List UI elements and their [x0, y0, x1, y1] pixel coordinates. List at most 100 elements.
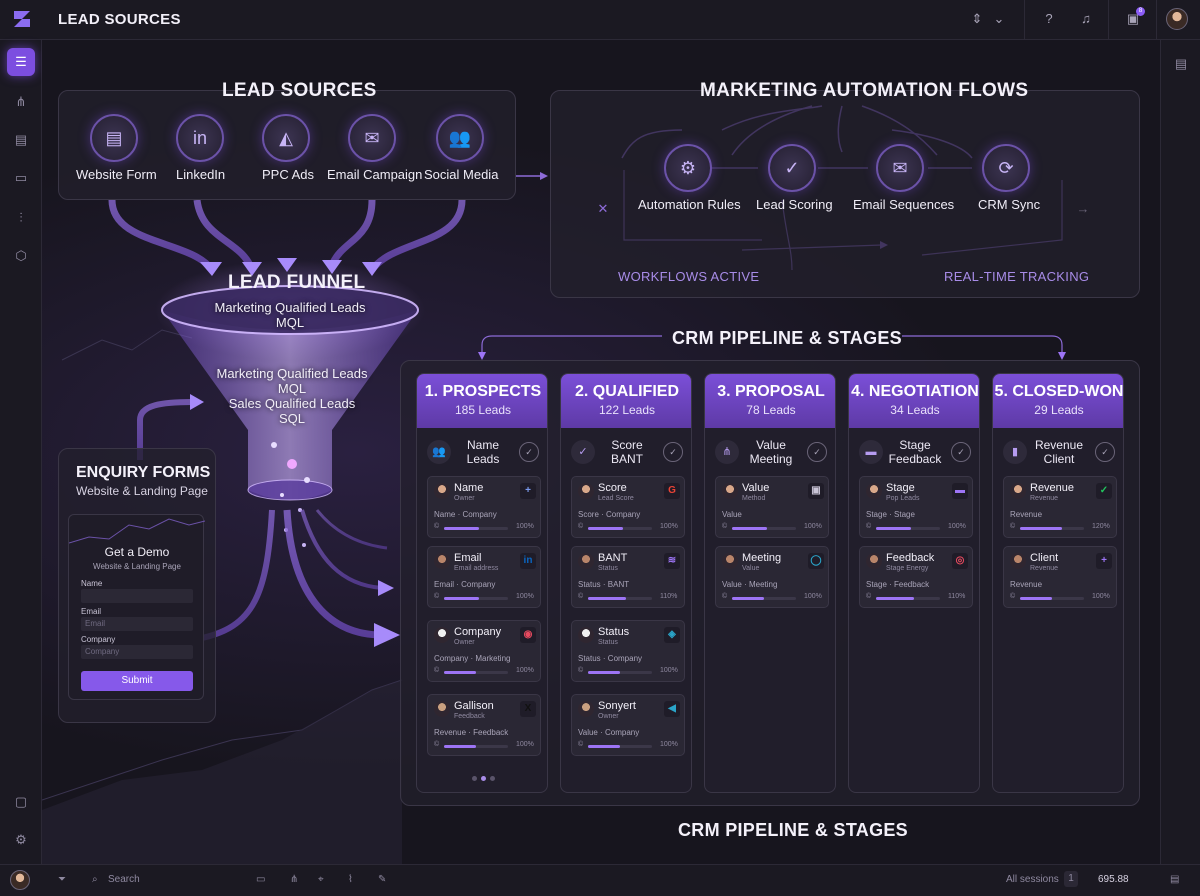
shield-check-icon[interactable]: ✓: [768, 144, 816, 192]
arrow-right-icon[interactable]: →: [1076, 201, 1090, 216]
sort-icon[interactable]: ⇕: [971, 11, 983, 26]
email-field[interactable]: Email: [81, 617, 193, 631]
lead-card[interactable]: Gallison Feedback X Revenue · Feedback ©…: [427, 694, 541, 756]
lead-card[interactable]: Sonyert Owner ◀ Value · Company © 100%: [571, 694, 685, 756]
shield-check-icon[interactable]: ✓: [1096, 483, 1112, 499]
check-icon[interactable]: ✓: [951, 442, 971, 462]
column-header[interactable]: 5. CLOSED-WON 29 Leads: [993, 374, 1123, 428]
user-avatar[interactable]: [10, 870, 30, 890]
x-icon[interactable]: X: [520, 701, 536, 717]
linkedin-icon[interactable]: in: [520, 553, 536, 569]
analytics-icon[interactable]: ⫶: [19, 210, 23, 225]
column-header[interactable]: 1. PROSPECTS 185 Leads: [417, 374, 547, 428]
user-add-icon[interactable]: +: [520, 483, 536, 499]
notes-icon[interactable]: ▤: [1174, 56, 1188, 71]
lead-card[interactable]: Company Owner ◉ Company · Marketing © 10…: [427, 620, 541, 682]
lead-card[interactable]: Status Status ◈ Status · Company © 100%: [571, 620, 685, 682]
presentation-icon[interactable]: ▣: [808, 483, 824, 499]
search-icon[interactable]: ⌕: [92, 874, 98, 885]
document-icon[interactable]: ▤: [14, 132, 28, 147]
card-percent: 110%: [660, 593, 678, 600]
brand-icon[interactable]: ◎: [952, 553, 968, 569]
lead-card[interactable]: Meeting Value ◯ Value · Meeting © 100%: [715, 546, 829, 608]
company-field[interactable]: Company: [81, 645, 193, 659]
settings-icon[interactable]: ⚙: [15, 832, 27, 847]
pager-dot[interactable]: [490, 776, 495, 781]
lead-card[interactable]: BANT Status ≋ Status · BANT © 110%: [571, 546, 685, 608]
card-meta: Lead Score: [598, 495, 634, 502]
pager-dot-active[interactable]: [481, 776, 486, 781]
arrow-icon[interactable]: ◀: [664, 701, 680, 717]
google-icon[interactable]: G: [664, 483, 680, 499]
flow-label-crm-sync: CRM Sync: [978, 197, 1041, 212]
progress-fill: [876, 597, 914, 600]
lead-card[interactable]: Revenue Revenue ✓ Revenue © 120%: [1003, 476, 1117, 538]
progress-track: [444, 527, 508, 530]
inbox-icon[interactable]: ▣: [1126, 11, 1140, 26]
column-count: 78 Leads: [746, 403, 796, 417]
user-avatar[interactable]: [1166, 8, 1188, 30]
mail-icon[interactable]: ✉: [876, 144, 924, 192]
check-icon[interactable]: ✓: [1095, 442, 1115, 462]
real-time-tracking-label: REAL-TIME TRACKING: [944, 269, 1090, 284]
screen-icon[interactable]: ▭: [256, 874, 266, 885]
sync-icon[interactable]: ⟳: [982, 144, 1030, 192]
rules-icon[interactable]: ⚙: [664, 144, 712, 192]
check-icon[interactable]: ✓: [663, 442, 683, 462]
shield-icon: ✓: [571, 440, 595, 464]
cube-icon[interactable]: ⬡: [15, 248, 27, 263]
pager-dot[interactable]: [472, 776, 477, 781]
brand-icon[interactable]: ◉: [520, 627, 536, 643]
chat-icon[interactable]: ▭: [14, 170, 28, 185]
linkedin-icon[interactable]: in: [176, 114, 224, 162]
progress-track: [444, 671, 508, 674]
lead-card[interactable]: Score Lead Score G Score · Company © 100…: [571, 476, 685, 538]
automation-panel: [550, 90, 1140, 298]
submit-button[interactable]: Submit: [81, 671, 193, 691]
hierarchy-icon[interactable]: ⋔: [15, 94, 27, 109]
app-logo-icon[interactable]: [12, 9, 32, 29]
share-icon[interactable]: ⋔: [290, 874, 299, 885]
help-icon[interactable]: ?: [1045, 11, 1053, 26]
people-icon[interactable]: 👥: [436, 114, 484, 162]
column-title: 1. PROSPECTS: [424, 383, 542, 400]
progress-track: [732, 527, 796, 530]
close-icon[interactable]: ✕: [597, 201, 609, 216]
lead-card[interactable]: Stage Pop Leads ▬ Stage · Stage © 100%: [859, 476, 973, 538]
trend-icon[interactable]: ⌇: [348, 874, 353, 885]
browser-icon[interactable]: ▤: [90, 114, 138, 162]
circle-icon[interactable]: ◯: [808, 553, 824, 569]
filter-icon[interactable]: ⏷: [58, 874, 66, 885]
lead-card[interactable]: Feedback Stage Energy ◎ Stage · Feedback…: [859, 546, 973, 608]
mail-icon[interactable]: ✉: [348, 114, 396, 162]
lead-card[interactable]: Value Method ▣ Value © 100%: [715, 476, 829, 538]
list-icon[interactable]: ☰: [7, 48, 35, 76]
lead-card[interactable]: Email Email address in Email · Company ©…: [427, 546, 541, 608]
column-header[interactable]: 4. NEGOTIATION 34 Leads: [849, 374, 979, 428]
lead-card[interactable]: Client Revenue + Revenue © 100%: [1003, 546, 1117, 608]
column-header[interactable]: 2. QUALIFIED 122 Leads: [561, 374, 691, 428]
card-details: Stage · Feedback: [866, 580, 930, 589]
column-header[interactable]: 3. PROPOSAL 78 Leads: [705, 374, 835, 428]
progress-track: [732, 597, 796, 600]
ads-icon[interactable]: ◭: [262, 114, 310, 162]
name-field[interactable]: [81, 589, 193, 603]
pin-icon[interactable]: ⌖: [318, 874, 324, 885]
chat-icon[interactable]: ▬: [952, 483, 968, 499]
avatar: [434, 627, 450, 643]
check-icon[interactable]: ✓: [807, 442, 827, 462]
panel-icon[interactable]: ▤: [1170, 874, 1180, 885]
chevron-down-icon[interactable]: ⌄: [993, 11, 1005, 26]
user-add-icon[interactable]: +: [1096, 553, 1112, 569]
edit-icon[interactable]: ✎: [378, 874, 387, 885]
column-subtitle: Name Leads: [466, 438, 500, 466]
page-number[interactable]: 1: [1064, 871, 1078, 887]
bell-icon[interactable]: ♫: [1081, 11, 1091, 26]
stripes-icon[interactable]: ≋: [664, 553, 680, 569]
search-input[interactable]: Search: [108, 874, 140, 885]
check-icon[interactable]: ✓: [519, 442, 539, 462]
divider: [1108, 0, 1109, 40]
lead-card[interactable]: Name Owner + Name · Company © 100%: [427, 476, 541, 538]
teams-icon[interactable]: ◈: [664, 627, 680, 643]
chart-icon[interactable]: ▢: [14, 794, 28, 809]
